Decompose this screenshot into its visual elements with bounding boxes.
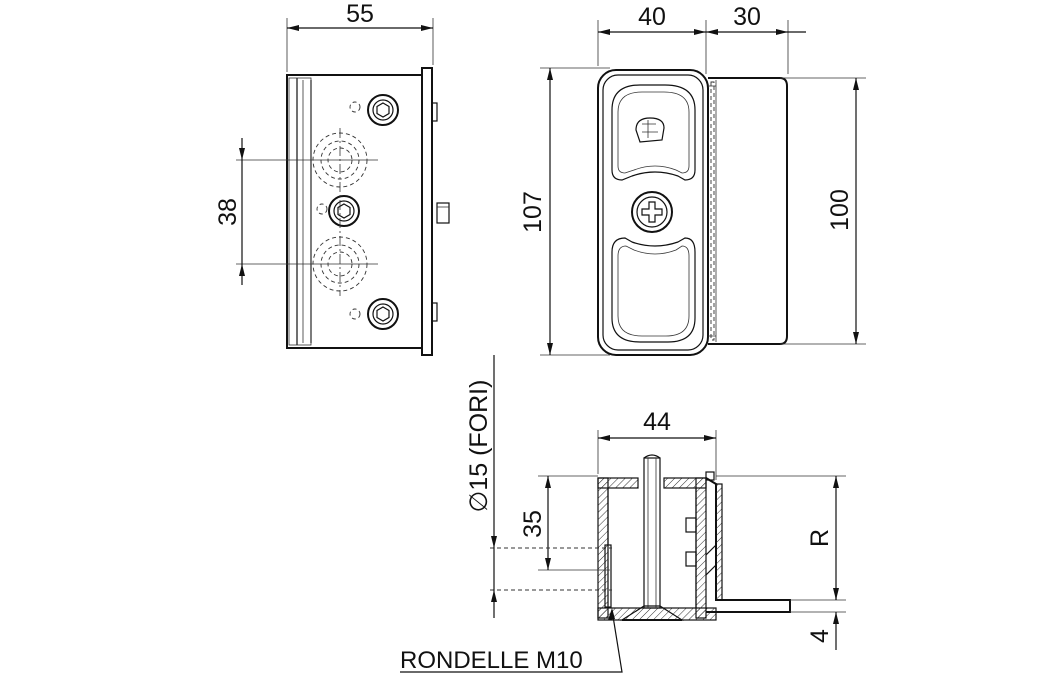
dim-front-height: 107 — [519, 191, 547, 233]
dim-front-width: 40 — [638, 3, 666, 31]
washer-label: RONDELLE M10 — [400, 647, 583, 674]
section-view: 44 35 ∅15 (FORI) R 4 RONDELLE M10 — [400, 355, 846, 674]
hex-screw-top-icon — [367, 94, 399, 126]
phillips-screw-icon — [631, 191, 673, 233]
dim-thickness: 4 — [806, 629, 834, 643]
dim-hole-spacing: 38 — [214, 198, 242, 226]
hex-screw-bottom-icon — [367, 298, 399, 330]
dim-side-height: 100 — [826, 189, 854, 231]
dim-top-width: 55 — [346, 0, 374, 28]
hole-diameter-label: ∅15 (FORI) — [465, 380, 493, 513]
hex-screw-middle-icon — [328, 195, 360, 227]
dim-bottom-width: 44 — [643, 408, 671, 436]
dim-depth: 35 — [519, 510, 547, 538]
dim-radius: R — [806, 529, 834, 547]
brand-logo-icon — [635, 117, 665, 143]
side-view: 55 38 — [214, 0, 450, 356]
front-view: 40 30 107 100 — [519, 3, 866, 356]
dim-side-width: 30 — [733, 3, 761, 31]
